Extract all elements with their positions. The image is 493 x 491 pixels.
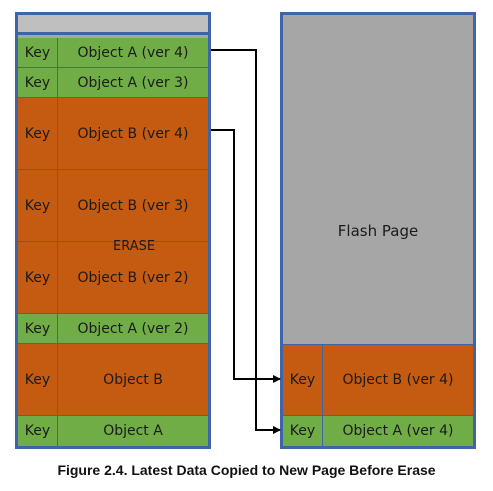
old-row-object-a-ver2: Key Object A (ver 2) (18, 314, 208, 344)
figure-caption: Figure 2.4. Latest Data Copied to New Pa… (57, 462, 436, 478)
object-cell: Object A (ver 2) (77, 320, 189, 337)
new-flash-page: Flash Page Key Object B (ver 4) Key Obje… (280, 12, 476, 449)
key-cell: Key (283, 345, 323, 415)
arrow-object-b-ver4 (211, 129, 281, 383)
key-cell: Key (18, 38, 58, 67)
key-cell: Key (18, 242, 58, 313)
key-cell: Key (18, 170, 58, 241)
object-cell: Object A (ver 4) (77, 44, 189, 61)
old-row-object-b-ver2: Key Object B (ver 2) (18, 242, 208, 314)
arrow-object-a-ver4 (211, 49, 281, 434)
old-row-object-a-ver3: Key Object A (ver 3) (18, 68, 208, 98)
key-cell: Key (18, 344, 58, 415)
flash-page-label: Flash Page (337, 222, 419, 240)
old-row-object-b: Key Object B (18, 344, 208, 416)
new-row-object-a-ver4: Key Object A (ver 4) (283, 416, 473, 446)
object-cell: Object B (ver 2) (77, 269, 189, 286)
object-cell: Object A (103, 423, 163, 439)
old-row-object-b-ver4: Key Object B (ver 4) (18, 98, 208, 170)
new-row-object-b-ver4: Key Object B (ver 4) (283, 344, 473, 416)
old-flash-page: Key Object A (ver 4) Key Object A (ver 3… (15, 12, 211, 449)
old-row-object-a: Key Object A (18, 416, 208, 446)
old-row-object-b-ver3: Key Object B (ver 3) (18, 170, 208, 242)
object-cell: Object B (ver 3) (77, 197, 189, 214)
object-cell: Object B (103, 371, 163, 388)
object-cell: Object A (ver 4) (342, 423, 454, 439)
key-cell: Key (18, 416, 58, 446)
erase-label: ERASE (113, 239, 156, 254)
key-cell: Key (18, 98, 58, 169)
object-cell: Object A (ver 3) (77, 74, 189, 91)
object-cell: Object B (ver 4) (342, 372, 454, 388)
key-cell: Key (18, 68, 58, 97)
page-header-strip (18, 15, 208, 35)
object-cell: Object B (ver 4) (77, 125, 189, 142)
key-cell: Key (18, 314, 58, 343)
key-cell: Key (283, 416, 323, 446)
old-row-object-a-ver4: Key Object A (ver 4) (18, 38, 208, 68)
